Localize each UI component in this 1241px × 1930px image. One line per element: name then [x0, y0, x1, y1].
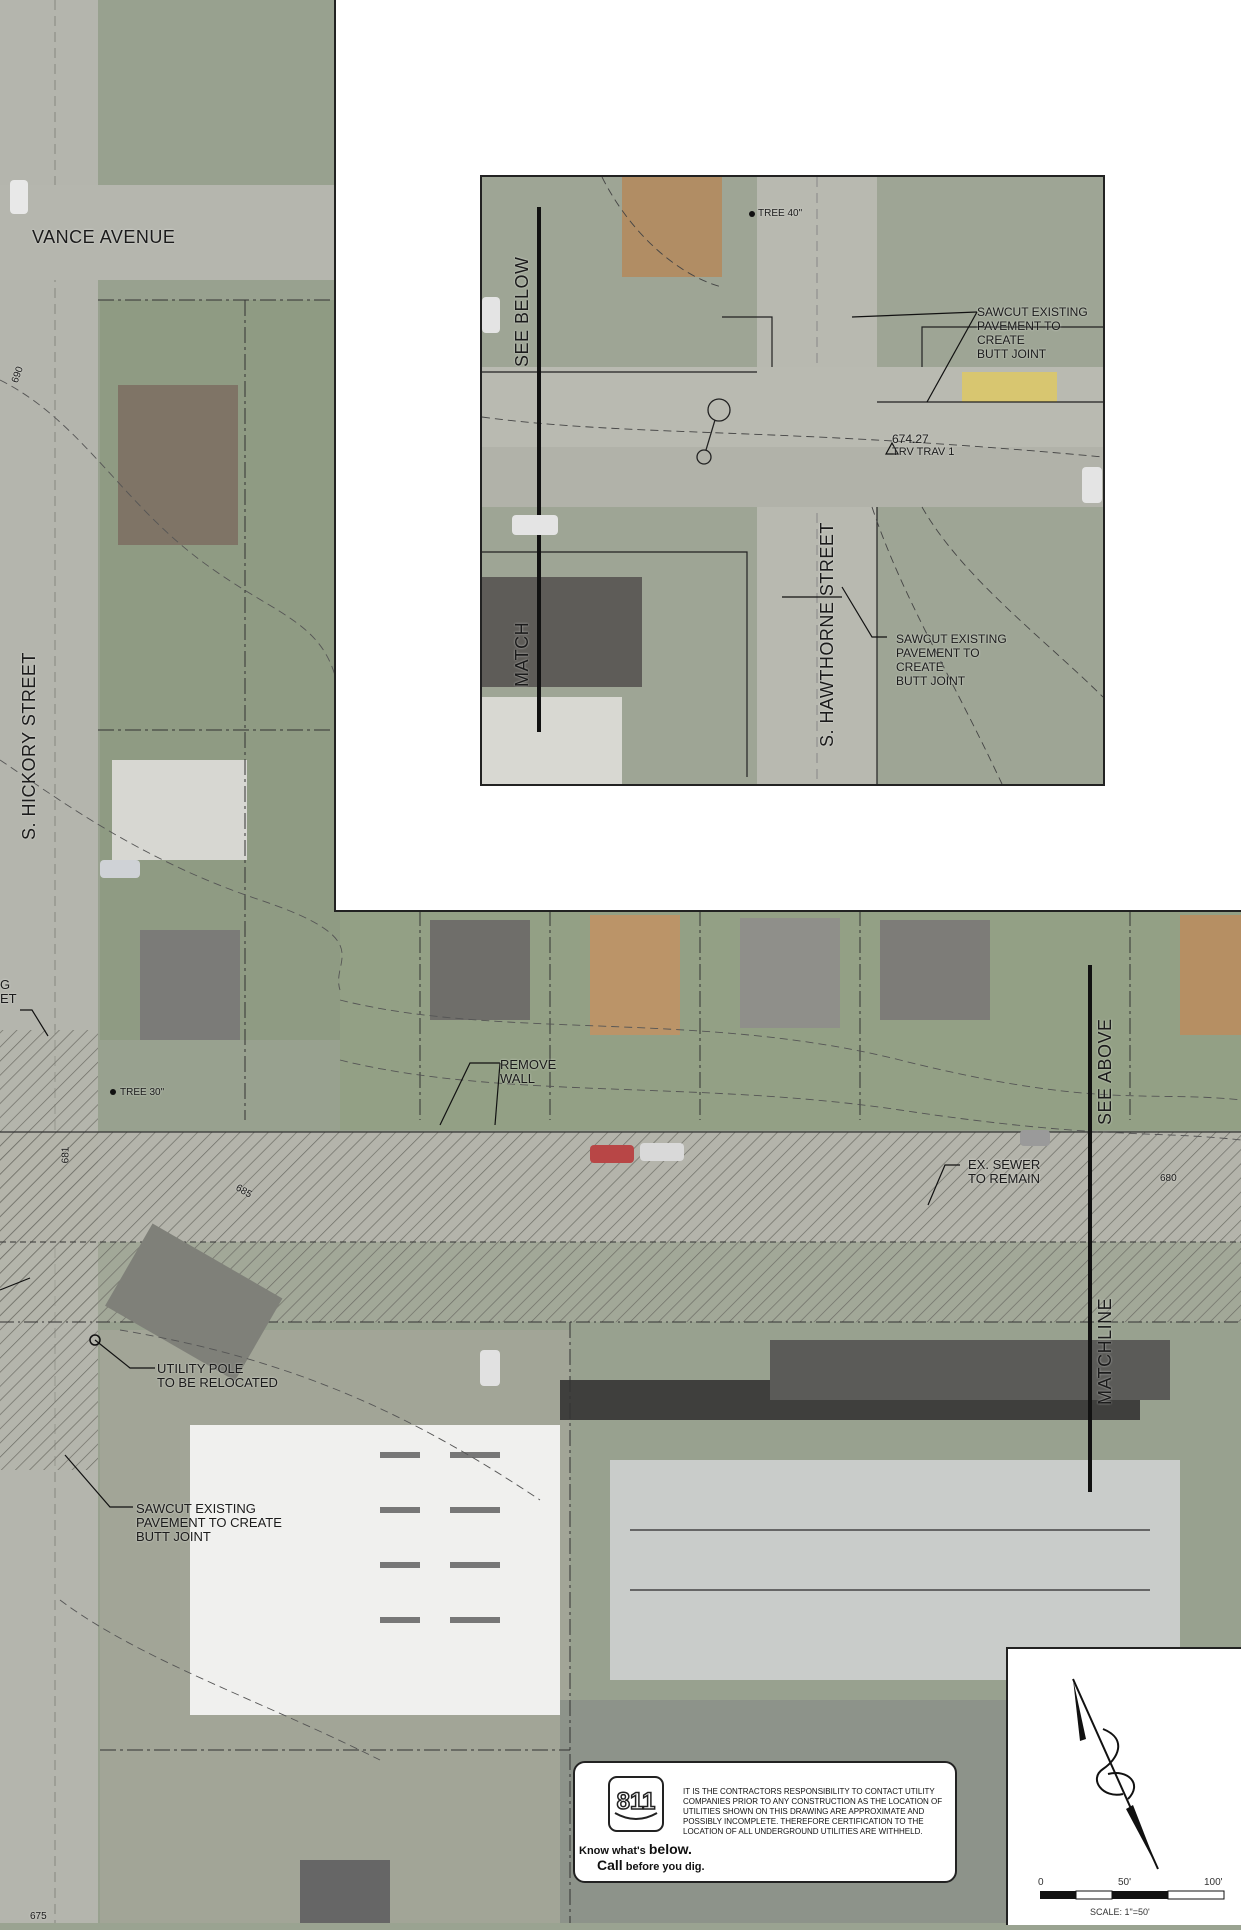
scale-tick-100: 100' [1204, 1877, 1223, 1888]
tree-label-main: TREE 30" [120, 1087, 165, 1098]
scale-tick-50: 50' [1118, 1877, 1132, 1888]
street-label-hawthorne: S. HAWTHORNE STREET [817, 522, 837, 747]
utility-pole-callout: UTILITY POLE TO BE RELOCATED [157, 1361, 278, 1390]
remove-wall-callout: REMOVE WALL [500, 1057, 557, 1086]
utility-disclaimer-text: IT IS THE CONTRACTORS RESPONSIBILITY TO … [683, 1787, 943, 1836]
sawcut-callout-main: SAWCUT EXISTING PAVEMENT TO CREATE BUTT … [136, 1501, 282, 1544]
matchline-label-see-above: SEE ABOVE [1095, 1018, 1115, 1125]
contour-label-680: 680 [1160, 1173, 1177, 1184]
sawcut-callout-inset-2: SAWCUT EXISTING PAVEMENT TO CREATE BUTT … [896, 632, 1007, 688]
left-edge-partial-callout: G ET [0, 977, 17, 1006]
benchmark-label: TRV TRAV 1 [892, 446, 955, 458]
street-label-hickory: S. HICKORY STREET [19, 652, 39, 840]
north-arrow-icon [1040, 1678, 1225, 1900]
know-whats-below: Know what's below. [579, 1841, 692, 1857]
matchline-label-matchline: MATCHLINE [1095, 1297, 1115, 1405]
contour-label-675: 675 [30, 1911, 47, 1922]
811-logo-number: 811 [617, 1788, 656, 1815]
street-label-vance: VANCE AVENUE [32, 227, 176, 247]
contour-label-681: 681 [60, 1146, 72, 1164]
benchmark-elevation: 674.27 [892, 432, 929, 446]
inset-map: SAWCUT EXISTING PAVEMENT TO CREATE BUTT … [480, 175, 1105, 786]
call-before-you-dig-notice: 811 Know what's below. Call before you d… [573, 1761, 957, 1883]
tree-label-inset: TREE 40" [758, 208, 803, 219]
scale-label: SCALE: 1"=50' [1090, 1907, 1150, 1917]
matchline-label-match: MATCH [512, 621, 532, 687]
matchline-label-see-below: SEE BELOW [512, 256, 532, 367]
north-arrow-scale-box: 0 50' 100' SCALE: 1"=50' [1006, 1647, 1241, 1925]
811-logo-icon: 811 [608, 1776, 664, 1832]
sawcut-callout-inset-1: SAWCUT EXISTING PAVEMENT TO CREATE BUTT … [977, 305, 1088, 361]
scale-tick-0: 0 [1038, 1877, 1044, 1888]
inset-map-drawing [482, 177, 1103, 784]
call-before-you-dig: Call before you dig. [597, 1857, 705, 1873]
ex-sewer-callout: EX. SEWER TO REMAIN [968, 1157, 1041, 1186]
